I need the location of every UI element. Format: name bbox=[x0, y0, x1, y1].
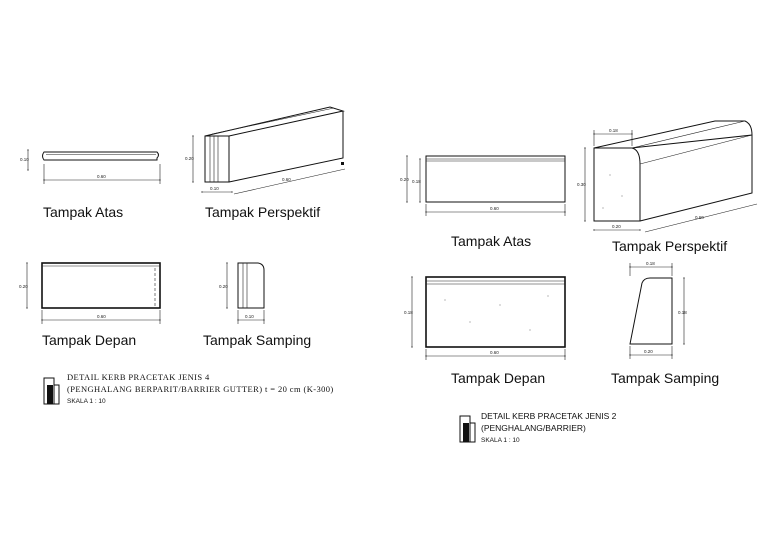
left-top-view: 0.10 0.60 bbox=[20, 149, 161, 184]
right-front-view-label: Tampak Depan bbox=[451, 370, 545, 386]
left-top-height-dim: 0.10 bbox=[20, 157, 29, 162]
left-front-length-dim: 0.60 bbox=[97, 314, 106, 319]
right-persp-length-dim: 0.60 bbox=[695, 215, 704, 220]
right-front-length-dim: 0.60 bbox=[490, 350, 499, 355]
left-title-block: DETAIL KERB PRACETAK JENIS 4 (PENGHALANG… bbox=[43, 372, 334, 405]
right-side-height-dim: 0.18 bbox=[678, 310, 687, 315]
right-persp-top-dim: 0.18 bbox=[609, 128, 618, 133]
left-perspective-view: 0.20 0.10 0.60 bbox=[185, 106, 346, 195]
right-side-view: 0.18 0.18 0.20 bbox=[629, 261, 687, 359]
right-front-height-dim: 0.18 bbox=[404, 310, 413, 315]
right-persp-base-dim: 0.20 bbox=[612, 224, 621, 229]
right-top-outer-height-dim: 0.20 bbox=[400, 177, 409, 182]
left-front-height-dim: 0.20 bbox=[19, 284, 28, 289]
right-top-view-label: Tampak Atas bbox=[451, 233, 531, 249]
right-side-top-dim: 0.18 bbox=[646, 261, 655, 266]
left-side-view: 0.20 0.10 bbox=[219, 262, 265, 324]
left-title-line1: DETAIL KERB PRACETAK JENIS 4 bbox=[67, 372, 210, 382]
right-top-view: 0.20 0.18 0.60 bbox=[400, 155, 566, 216]
right-front-view: 0.18 0.60 bbox=[404, 276, 566, 360]
right-top-inner-height-dim: 0.18 bbox=[412, 179, 421, 184]
right-side-base-dim: 0.20 bbox=[644, 349, 653, 354]
left-persp-height-dim: 0.20 bbox=[185, 156, 194, 161]
right-title-block: DETAIL KERB PRACETAK JENIS 2 (PENGHALANG… bbox=[459, 411, 617, 444]
right-title-line2: (PENGHALANG/BARRIER) bbox=[481, 423, 586, 433]
left-front-view-label: Tampak Depan bbox=[42, 332, 136, 348]
left-persp-width-dim: 0.10 bbox=[210, 186, 219, 191]
left-front-view: 0.20 0.60 bbox=[19, 262, 161, 324]
left-top-length-dim: 0.60 bbox=[97, 174, 106, 179]
left-side-width-dim: 0.10 bbox=[245, 314, 254, 319]
right-perspective-view: 0.18 0.30 0.20 0.60 bbox=[577, 120, 758, 233]
left-top-view-label: Tampak Atas bbox=[43, 204, 123, 220]
left-persp-length-dim: 0.60 bbox=[282, 177, 291, 182]
right-persp-height-dim: 0.30 bbox=[577, 182, 586, 187]
left-perspective-view-label: Tampak Perspektif bbox=[205, 204, 320, 220]
right-top-length-dim: 0.60 bbox=[490, 206, 499, 211]
right-scale: SKALA 1 : 10 bbox=[481, 437, 520, 444]
left-side-height-dim: 0.20 bbox=[219, 284, 228, 289]
left-title-line2: (PENGHALANG BERPARIT/BARRIER GUTTER) t =… bbox=[67, 384, 334, 394]
left-side-view-label: Tampak Samping bbox=[203, 332, 311, 348]
left-scale: SKALA 1 : 10 bbox=[67, 398, 106, 405]
right-title-line1: DETAIL KERB PRACETAK JENIS 2 bbox=[481, 411, 617, 421]
right-side-view-label: Tampak Samping bbox=[611, 370, 719, 386]
right-perspective-view-label: Tampak Perspektif bbox=[612, 238, 727, 254]
